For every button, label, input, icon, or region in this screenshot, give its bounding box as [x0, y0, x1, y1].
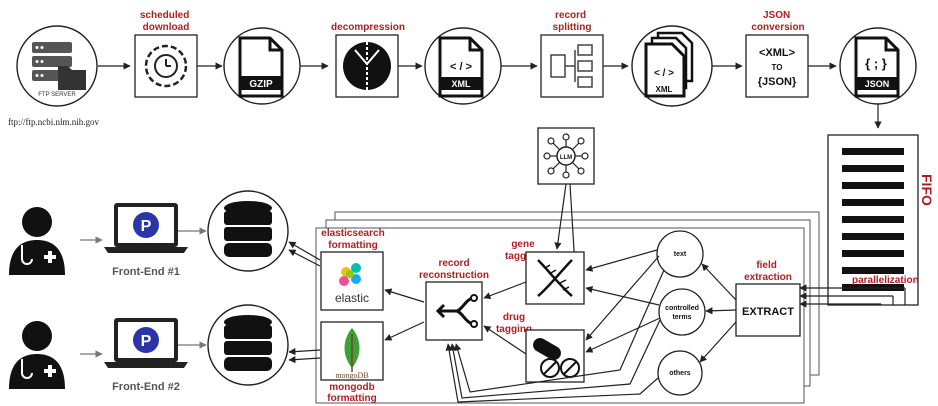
- fifo-queue: [827, 134, 919, 306]
- queue-slot: [842, 267, 904, 274]
- convert-result: {JSON}: [758, 76, 797, 88]
- text-node: text: [656, 230, 704, 278]
- doctor-1-icon: [9, 207, 65, 275]
- queue-slot: [842, 199, 904, 206]
- frontend-1-label: Front-End #1: [112, 266, 180, 278]
- svg-text:P: P: [141, 218, 152, 235]
- database-2-icon: [207, 304, 289, 386]
- scheduled-download-icon: [134, 34, 198, 98]
- ftp-server-icon: FTP SERVER: [16, 25, 98, 107]
- xml-label: XML: [452, 79, 472, 89]
- extract-label: EXTRACT: [742, 306, 794, 318]
- field-extraction-label: field extraction: [744, 260, 792, 283]
- xml-tag-2: < / >: [654, 68, 674, 79]
- queue-slot: [842, 216, 904, 223]
- record-splitting-icon: [540, 34, 604, 98]
- database-1-icon: [207, 190, 289, 272]
- json-label: JSON: [865, 79, 890, 89]
- parallelization-label: parallelization: [852, 275, 919, 286]
- gzip-file-icon: GZIP: [223, 27, 301, 105]
- fifo-label: FIFO: [919, 174, 935, 206]
- others-node: others: [657, 350, 703, 396]
- svg-text:mongoDB: mongoDB: [335, 371, 368, 380]
- frontend-2-label: Front-End #2: [112, 381, 180, 393]
- xml-file-icon: < / > XML: [424, 27, 502, 105]
- svg-text:P: P: [141, 333, 152, 350]
- merge-icon: [425, 281, 483, 341]
- doctor-2-icon: [9, 321, 65, 389]
- llm-label: LLM: [560, 155, 572, 161]
- queue-slot: [842, 165, 904, 172]
- ftp-url: ftp://ftp.ncbi.nlm.nih.gov: [8, 117, 99, 127]
- queue-slot: [842, 182, 904, 189]
- json-tag: { ; }: [865, 56, 887, 71]
- convert-from: <XML>: [759, 47, 795, 59]
- decompression-icon: [335, 34, 399, 98]
- svg-text:others: others: [669, 370, 691, 377]
- record-splitting-label: record splitting: [553, 10, 592, 33]
- scheduled-download-label: scheduled download: [140, 10, 192, 33]
- frontend-2-laptop-icon: P: [104, 318, 188, 368]
- queue-slot: [842, 233, 904, 240]
- elastic-logo-icon: elastic: [320, 251, 384, 311]
- json-conversion-label: JSON conversion: [751, 10, 804, 33]
- llm-icon: LLM: [537, 127, 595, 185]
- decompression-label: decompression: [331, 22, 405, 33]
- queue-slot: [842, 250, 904, 257]
- mongodb-logo-icon: mongoDB: [320, 321, 384, 381]
- queue-slot: [842, 148, 904, 155]
- gzip-label: GZIP: [249, 79, 273, 90]
- ftp-server-label: FTP SERVER: [38, 92, 76, 98]
- pill-icon: [525, 329, 585, 383]
- xml-files-icon: < / > XML: [631, 25, 713, 107]
- json-file-icon: { ; } JSON: [839, 27, 917, 105]
- frontend-1-laptop-icon: P: [104, 203, 188, 253]
- svg-text:elastic: elastic: [335, 291, 369, 305]
- xml-tag: < / >: [450, 61, 472, 73]
- convert-to: TO: [772, 63, 783, 72]
- svg-text:text: text: [674, 251, 687, 258]
- json-conversion-icon: <XML> TO {JSON}: [745, 34, 809, 98]
- dna-icon: [525, 251, 585, 305]
- xml-label-2: XML: [656, 85, 673, 94]
